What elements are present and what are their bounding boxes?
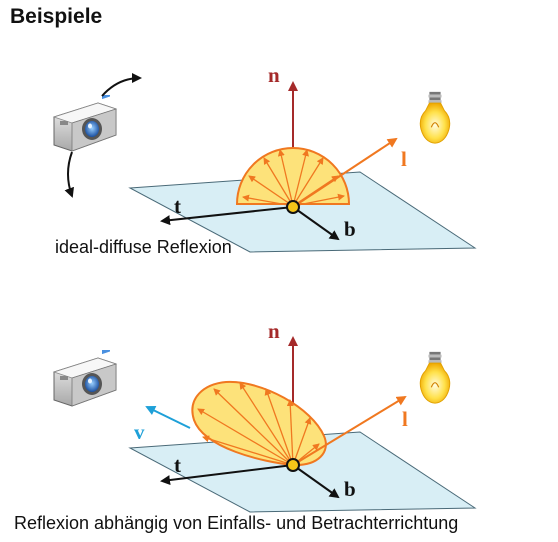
- tangent-vector: [160, 206, 294, 226]
- label-l: l: [402, 407, 408, 431]
- diffuse-lobe: [235, 147, 351, 205]
- label-b: b: [344, 477, 356, 501]
- label-t: t: [174, 453, 181, 477]
- label-v: v: [134, 420, 145, 444]
- lightbulb-icon: [419, 351, 451, 404]
- light-vector: [292, 395, 407, 466]
- page-title: Beispiele: [10, 5, 103, 28]
- tangent-vector: [160, 464, 294, 485]
- example-specular: n l v t b: [53, 319, 477, 513]
- surface-point: [286, 200, 300, 214]
- surface-point: [286, 458, 300, 472]
- label-l: l: [401, 147, 407, 171]
- label-n: n: [268, 63, 280, 87]
- lightbulb-icon: [419, 91, 451, 144]
- light-vector: [292, 137, 398, 208]
- caption-diffuse: ideal-diffuse Reflexion: [55, 237, 232, 257]
- view-vector: [145, 406, 191, 429]
- rotate-arrow-icon: [64, 151, 74, 198]
- label-b: b: [344, 217, 356, 241]
- binormal-vector: [292, 206, 340, 241]
- example-diffuse: n l t b: [53, 63, 477, 253]
- caption-specular: Reflexion abhängig von Einfalls- und Bet…: [14, 513, 459, 533]
- binormal-vector: [292, 464, 340, 499]
- camera-icon: [53, 350, 117, 407]
- specular-rays: [197, 382, 320, 466]
- diffuse-rays: [242, 149, 345, 207]
- camera-icon: [53, 95, 117, 152]
- label-n: n: [268, 319, 280, 343]
- label-t: t: [174, 194, 181, 218]
- rotate-arrow-icon: [101, 73, 142, 97]
